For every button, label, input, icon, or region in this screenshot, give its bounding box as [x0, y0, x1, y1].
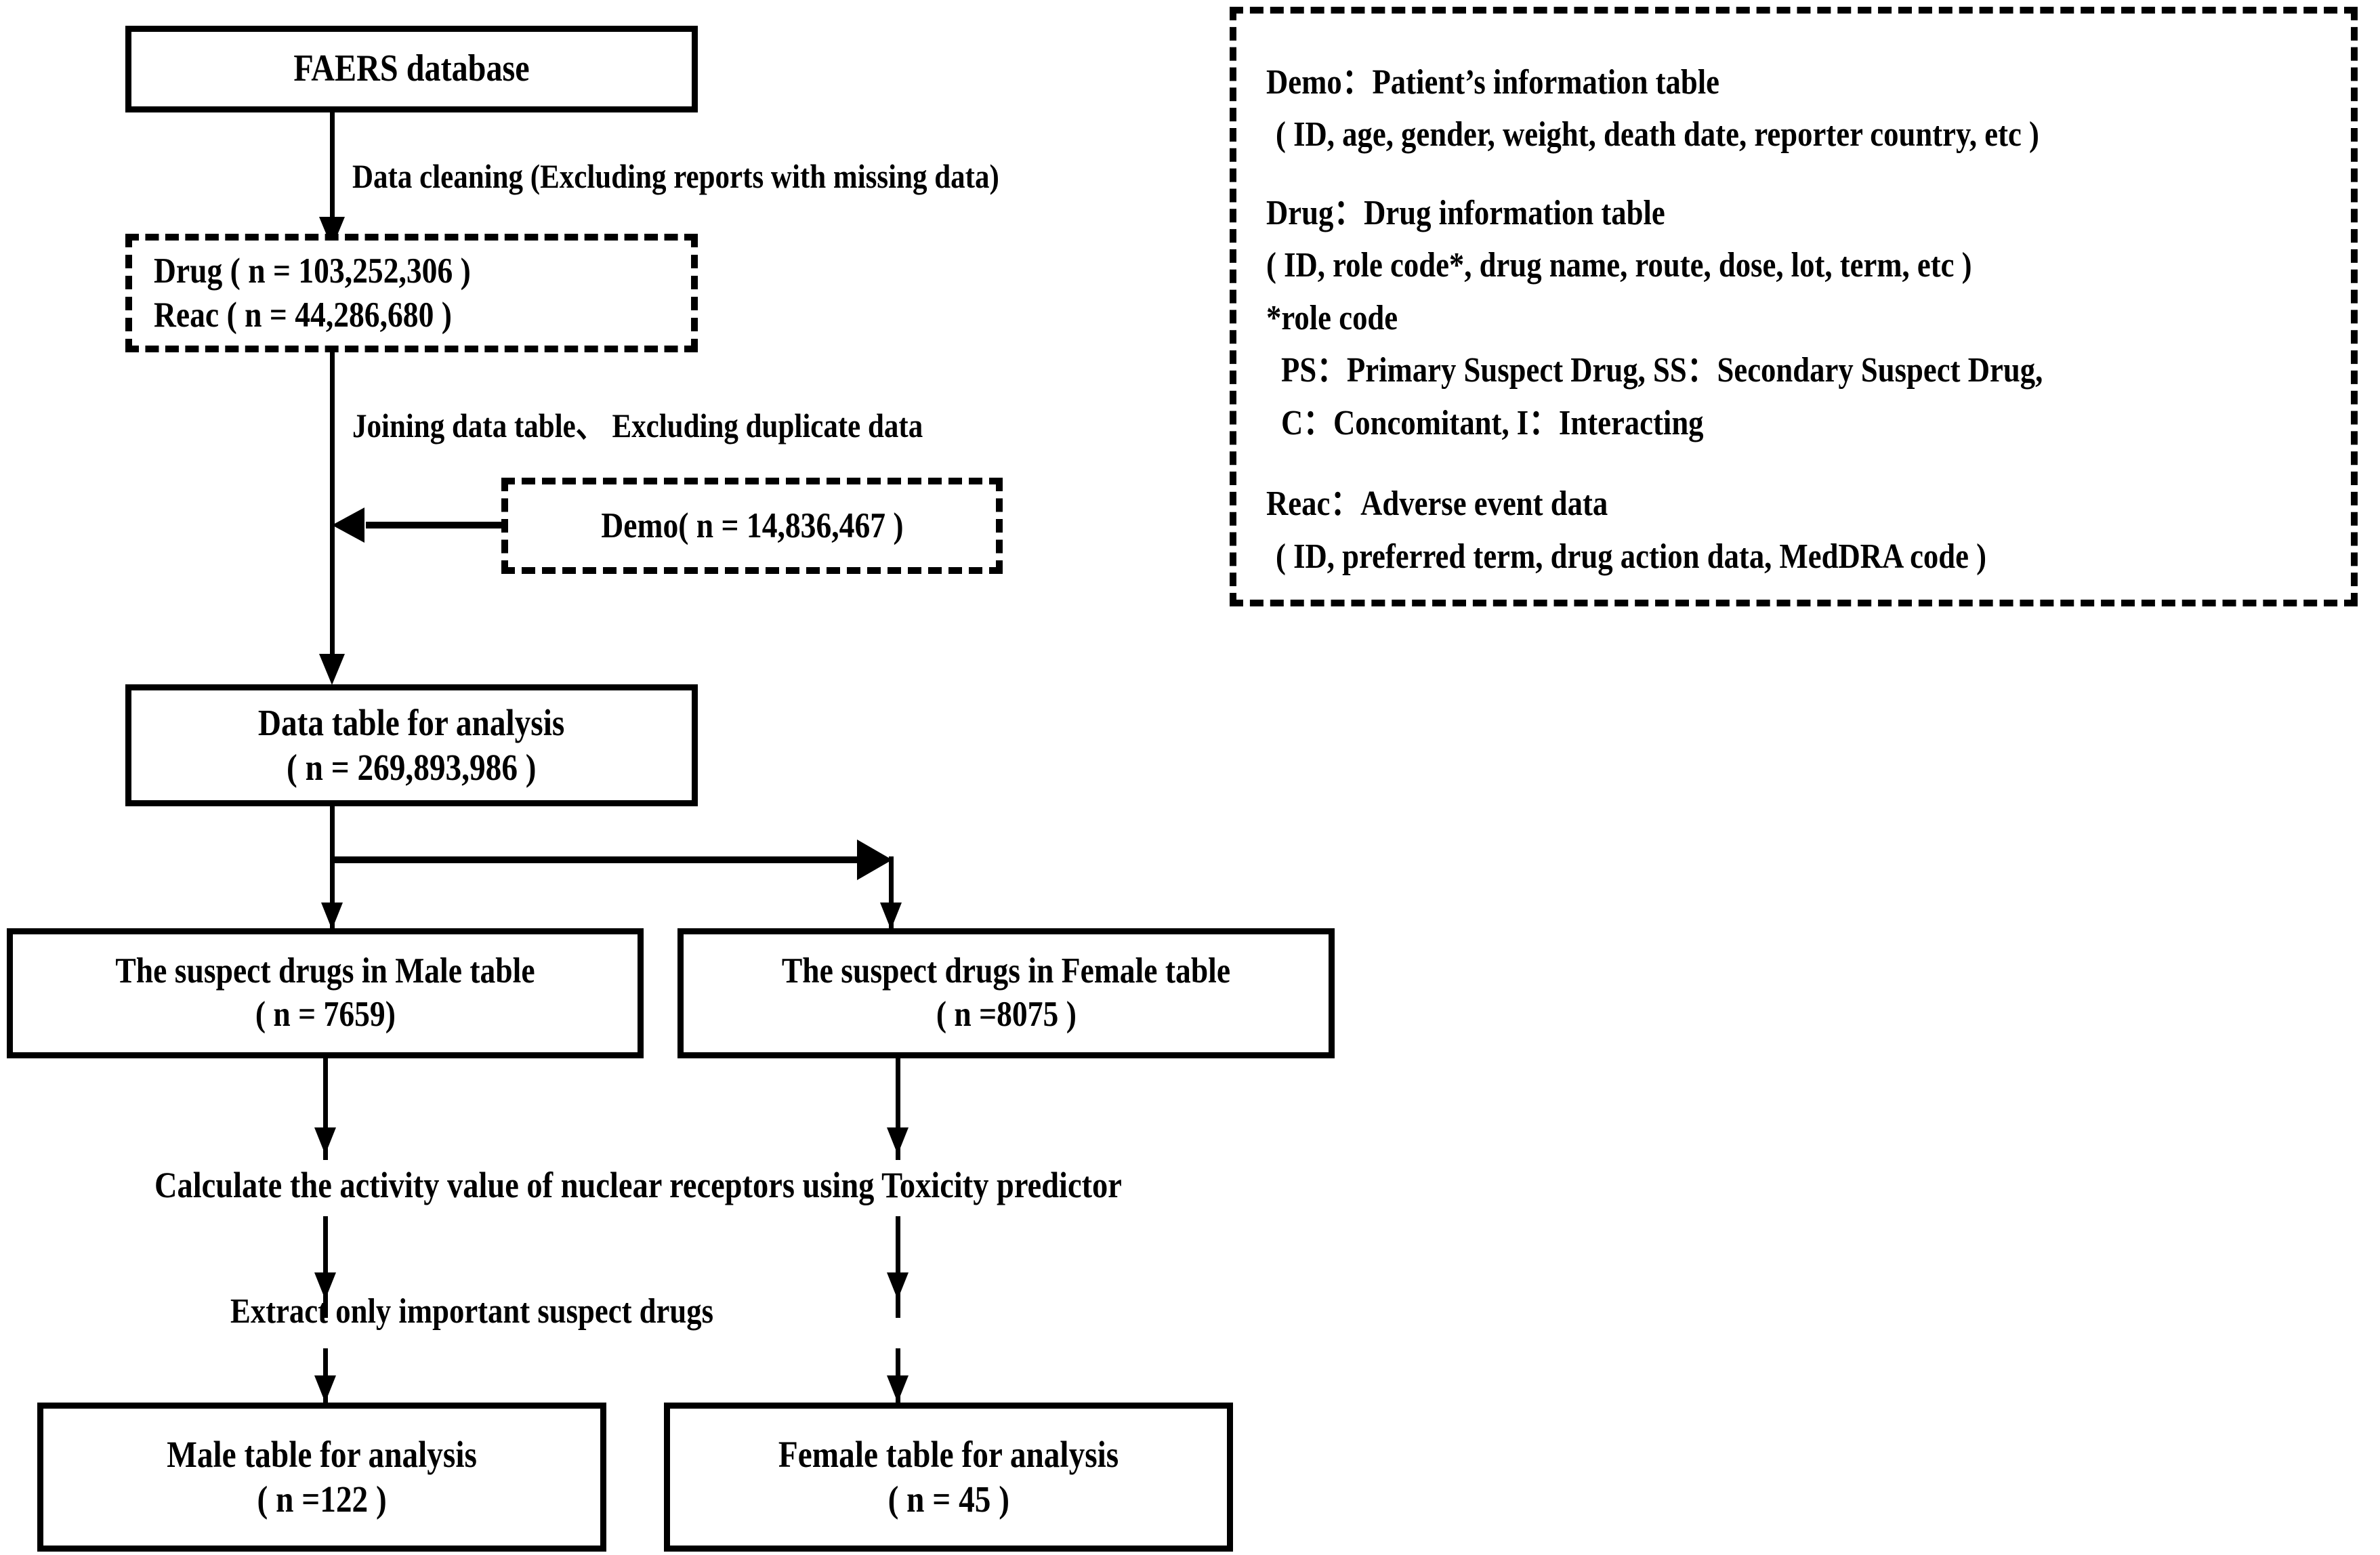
node-demo-table: Demo( n = 14,836,467 ) — [501, 478, 1003, 574]
legend-drug-title: Drug：Drug information table — [1266, 193, 1665, 232]
edge-analysis-branch-right — [330, 856, 865, 863]
node-male-final-table: Male table for analysis ( n =122 ) — [37, 1403, 606, 1552]
edge-female-to-toxicity — [896, 1058, 900, 1160]
edge-analysis-to-female-arrowhead — [880, 903, 902, 930]
edge-toxicity-to-extract-male-arrowhead — [314, 1272, 336, 1300]
edge-analysis-to-male — [330, 806, 335, 942]
node-male-suspect-drugs: The suspect drugs in Male table ( n = 76… — [7, 928, 644, 1058]
node-analysis-table-title: Data table for analysis — [258, 702, 565, 743]
legend-demo-title: Demo：Patient’s information table — [1266, 63, 1720, 102]
legend-reac-title: Reac：Adverse event data — [1266, 484, 1608, 524]
legend-spacer-2 — [1266, 444, 2351, 462]
legend-reac-fields: ( ID, preferred term, drug action data, … — [1276, 537, 1987, 576]
legend-rolecode-title: *role code — [1266, 298, 1398, 337]
edge-faers-to-raw — [330, 112, 335, 241]
edge-label-joining: Joining data table、 Excluding duplicate … — [352, 407, 923, 444]
node-male-suspect-drugs-count: ( n = 7659) — [255, 995, 396, 1034]
edge-demo-to-trunk — [366, 522, 508, 528]
node-female-final-table: Female table for analysis ( n = 45 ) — [664, 1403, 1233, 1552]
node-raw-tables: Drug ( n = 103,252,306 ) Reac ( n = 44,2… — [125, 234, 698, 352]
node-raw-tables-drug: Drug ( n = 103,252,306 ) — [154, 251, 471, 291]
legend-drug-fields: ( ID, role code*, drug name, route, dose… — [1266, 246, 1972, 285]
node-male-final-table-count: ( n =122 ) — [257, 1478, 387, 1520]
node-analysis-table: Data table for analysis ( n = 269,893,98… — [125, 684, 698, 806]
edge-analysis-to-female — [889, 856, 894, 942]
edge-raw-to-analysis — [330, 352, 335, 654]
node-faers-database: FAERS database — [125, 26, 698, 112]
node-raw-tables-reac: Reac ( n = 44,286,680 ) — [154, 295, 452, 335]
edge-toxicity-to-extract-male — [323, 1216, 328, 1318]
edge-label-toxicity-predictor: Calculate the activity value of nuclear … — [154, 1165, 1122, 1205]
legend-spacer-1 — [1266, 157, 2351, 174]
node-female-final-table-title: Female table for analysis — [778, 1434, 1119, 1475]
edge-analysis-to-male-arrowhead — [321, 903, 343, 930]
node-demo-table-label: Demo( n = 14,836,467 ) — [600, 505, 904, 545]
legend-panel: Demo：Patient’s information table ( ID, a… — [1230, 7, 2358, 606]
node-female-suspect-drugs-title: The suspect drugs in Female table — [781, 951, 1231, 991]
legend-rolecode-line-1: PS：Primary Suspect Drug, SS：Secondary Su… — [1281, 351, 2043, 390]
edge-analysis-branch-arrowhead — [857, 839, 892, 880]
node-female-suspect-drugs-count: ( n =8075 ) — [936, 995, 1077, 1034]
edge-demo-to-trunk-arrowhead — [332, 507, 364, 543]
edge-toxicity-to-extract-female — [896, 1216, 900, 1318]
node-female-suspect-drugs: The suspect drugs in Female table ( n =8… — [677, 928, 1335, 1058]
edge-label-extract-suspect-drugs: Extract only important suspect drugs — [230, 1292, 714, 1331]
edge-toxicity-to-extract-female-arrowhead — [887, 1272, 909, 1300]
edge-raw-to-analysis-arrowhead — [319, 654, 345, 685]
edge-extract-to-male-final-arrowhead — [314, 1375, 336, 1403]
node-female-final-table-count: ( n = 45 ) — [888, 1478, 1009, 1520]
edge-male-to-toxicity-arrowhead — [314, 1127, 336, 1155]
legend-rolecode-line-2: C：Concomitant, I：Interacting — [1281, 403, 1704, 442]
node-faers-database-label: FAERS database — [293, 47, 530, 90]
node-male-suspect-drugs-title: The suspect drugs in Male table — [115, 951, 535, 991]
legend-demo-fields: ( ID, age, gender, weight, death date, r… — [1276, 115, 2039, 154]
node-male-final-table-title: Male table for analysis — [167, 1434, 477, 1475]
edge-male-to-toxicity — [323, 1058, 328, 1160]
edge-label-data-cleaning: Data cleaning (Excluding reports with mi… — [352, 157, 999, 195]
node-analysis-table-count: ( n = 269,893,986 ) — [287, 747, 537, 788]
edge-extract-to-female-final-arrowhead — [887, 1375, 909, 1403]
edge-female-to-toxicity-arrowhead — [887, 1127, 909, 1155]
